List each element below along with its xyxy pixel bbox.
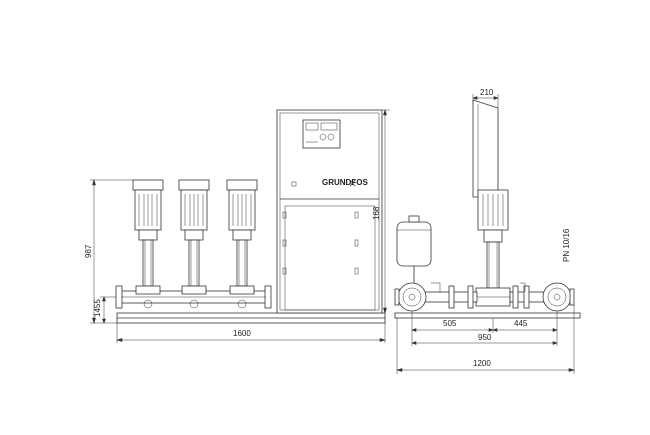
dimension-side-mid: 950 (411, 333, 558, 346)
dimension-label-side-total: 1200 (473, 359, 491, 368)
dimension-side-right: 445 (492, 311, 558, 333)
dimension-front-width: 1600 (115, 323, 387, 343)
brand-logo-text: GRUNDFOS (322, 178, 368, 187)
dimension-side-total: 1200 (395, 305, 576, 374)
dimension-label-front-pipe-height: 1455 (93, 299, 102, 317)
side-piping (422, 282, 546, 309)
dimension-label-cabinet-height: 168 (372, 206, 381, 220)
control-cabinet: GRUNDFOS (276, 109, 383, 314)
front-view: GRUNDFOS (84, 108, 390, 343)
dimension-side-top: 210 (472, 88, 499, 108)
dimension-label-side-right: 445 (514, 319, 528, 328)
discharge-flange (542, 282, 575, 312)
suction-flange (394, 282, 427, 312)
side-view: 210 505 445 950 (394, 88, 581, 374)
dimension-front-pipe-height: 1455 (93, 296, 116, 324)
control-display-panel (302, 119, 341, 149)
dimension-label-front-height: 987 (84, 244, 93, 258)
diaphragm-tank (396, 215, 432, 283)
brand-logo: GRUNDFOS (322, 178, 368, 187)
dimension-label-front-width: 1600 (233, 329, 251, 338)
pump-3 (226, 179, 258, 309)
dimension-front-height: 987 (84, 178, 133, 325)
side-base-frame (394, 312, 581, 319)
dimension-label-side-top: 210 (480, 88, 494, 97)
side-pump (475, 189, 511, 307)
pump-2 (178, 179, 210, 309)
pressure-rating-label: PN 10/16 (562, 228, 571, 262)
main-switch (291, 181, 297, 187)
pump-1 (132, 179, 164, 309)
dimension-label-side-mid: 950 (478, 333, 492, 342)
dimension-label-side-left: 505 (443, 319, 457, 328)
dimension-side-left: 505 (411, 311, 494, 333)
dimension-cabinet-height: 168 (372, 108, 390, 315)
